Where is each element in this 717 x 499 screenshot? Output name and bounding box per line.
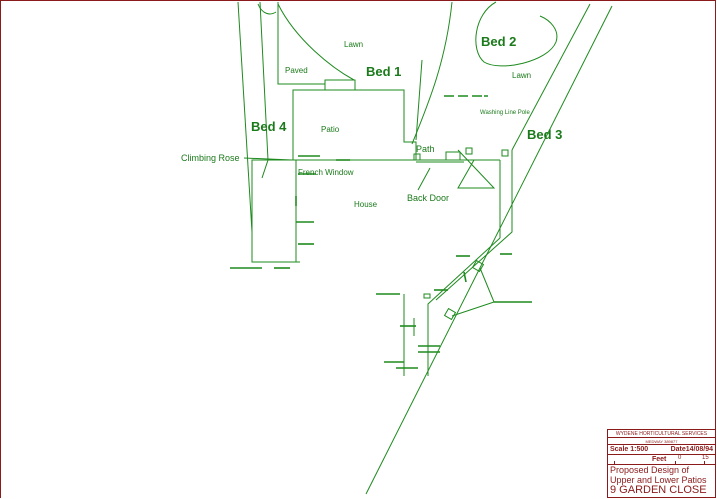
pole-lines bbox=[479, 267, 532, 303]
pole-line-2 bbox=[451, 301, 495, 317]
feature-4 bbox=[413, 153, 421, 161]
feature-5 bbox=[471, 259, 485, 273]
label-bed2: Bed 2 bbox=[481, 34, 516, 49]
feature-7 bbox=[423, 293, 431, 299]
feature-6 bbox=[443, 307, 457, 321]
bed-right-border bbox=[411, 1, 453, 145]
site-name: 9 GARDEN CLOSE bbox=[610, 485, 707, 496]
bed3-border-outer bbox=[365, 5, 613, 495]
label-house: House bbox=[354, 200, 378, 209]
description-line-2: Upper and Lower Patios bbox=[610, 475, 707, 485]
lawn-edge-left-1 bbox=[237, 1, 253, 233]
company-name: WYDENE HORTICULTURAL SERVICES bbox=[608, 430, 715, 438]
feature-2 bbox=[465, 147, 473, 155]
description-line-1: Proposed Design of bbox=[610, 465, 690, 475]
top-small-curve bbox=[257, 3, 277, 15]
date-group: Date14/08/94 bbox=[671, 445, 713, 454]
date-label: Date bbox=[670, 446, 686, 453]
lawn-edge-left-2 bbox=[259, 1, 269, 179]
marker-9 bbox=[463, 271, 467, 283]
label-bed4: Bed 4 bbox=[251, 119, 287, 134]
label-patio: Patio bbox=[321, 125, 340, 134]
label-paved: Paved bbox=[285, 66, 308, 75]
bed2-border bbox=[475, 1, 558, 67]
scale-date-row: Scale 1:500 Date14/08/94 bbox=[608, 445, 715, 455]
label-bed1: Bed 1 bbox=[366, 64, 401, 79]
path-edge-1 bbox=[435, 150, 513, 301]
climbing-rose-pointer bbox=[243, 157, 293, 161]
feature-1 bbox=[445, 151, 461, 161]
feet-scale-bar-left bbox=[614, 461, 676, 464]
company-address: MEDWAY 389877 bbox=[608, 438, 715, 445]
scale-text: Scale 1:500 bbox=[610, 446, 649, 453]
label-path: Path bbox=[416, 144, 435, 154]
house-left-wall bbox=[251, 159, 300, 263]
feet-zero: 0 bbox=[678, 455, 682, 461]
label-climbing-rose: Climbing Rose bbox=[181, 153, 240, 163]
feet-label: Feet bbox=[652, 456, 667, 463]
label-back-door: Back Door bbox=[407, 193, 449, 203]
feature-3 bbox=[501, 149, 509, 157]
feet-max: 15 bbox=[702, 455, 709, 461]
label-lawn-right: Lawn bbox=[512, 71, 531, 80]
bed1-curve bbox=[277, 3, 355, 81]
patio-outline bbox=[292, 89, 417, 160]
feet-scale-bar-right bbox=[680, 461, 705, 464]
label-french-window: French Window bbox=[298, 168, 354, 177]
date-value: 14/08/94 bbox=[685, 446, 713, 453]
back-door-pointer bbox=[417, 167, 431, 191]
step-detail-1 bbox=[457, 149, 496, 189]
paved-border bbox=[277, 2, 325, 85]
title-block: WYDENE HORTICULTURAL SERVICES MEDWAY 389… bbox=[607, 429, 716, 498]
label-lawn-top: Lawn bbox=[344, 40, 363, 49]
label-bed3: Bed 3 bbox=[527, 127, 562, 142]
bed3-border-inner bbox=[511, 3, 591, 151]
step bbox=[324, 79, 356, 91]
bed-right-border-2 bbox=[415, 59, 423, 141]
label-washing-line: Washing Line Pole bbox=[480, 110, 530, 116]
feet-row: Feet 0 15 bbox=[608, 455, 715, 465]
path-edge-2 bbox=[427, 237, 501, 376]
